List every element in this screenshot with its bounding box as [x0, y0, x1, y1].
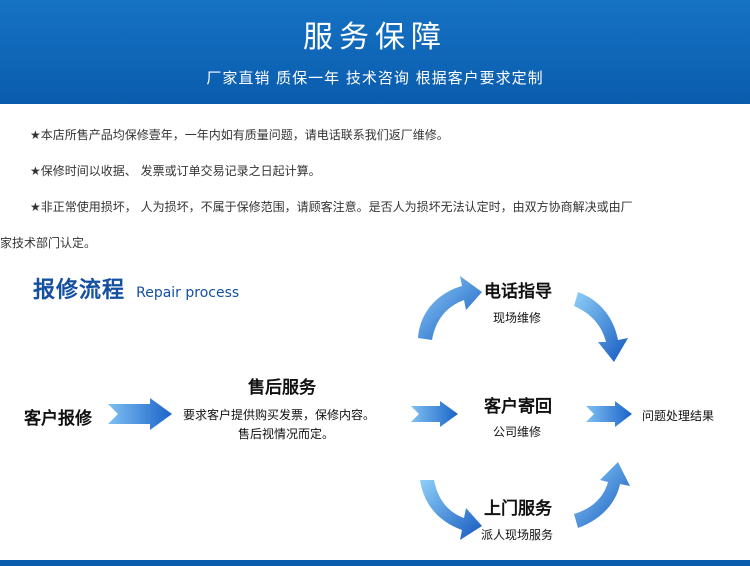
node-after-sales-title: 售后服务 [248, 378, 316, 398]
curved-arrow-from-onsite [574, 462, 630, 528]
node-phone-guidance: 电话指导 [484, 282, 552, 302]
node-customer-report: 客户报修 [24, 409, 92, 429]
bottom-bar [0, 560, 750, 566]
term-line-2: ★保修时间以收据、 发票或订单交易记录之日起计算。 [30, 164, 321, 178]
arrow-customer-to-service [108, 398, 172, 430]
node-customer-return: 客户寄回 [484, 397, 552, 417]
process-title-en: Repair process [136, 285, 240, 301]
process-title: 报修流程 Repair process [33, 272, 239, 304]
term-line-3-continued: 家技术部门认定。 [0, 236, 97, 250]
node-return-sub: 公司维修 [493, 425, 542, 439]
curved-arrow-to-onsite [420, 480, 482, 540]
term-line-1: ★本店所售产品均保修壹年，一年内如有质量问题，请电话联系我们返厂维修。 [30, 128, 449, 142]
process-title-cn: 报修流程 [33, 278, 126, 303]
node-after-sales-desc-1: 要求客户提供购买发票，保修内容。 [183, 408, 376, 422]
header-banner: 服务保障 厂家直销 质保一年 技术咨询 根据客户要求定制 [0, 0, 750, 104]
arrow-service-to-return [411, 401, 458, 427]
node-onsite-sub: 派人现场服务 [481, 528, 554, 542]
curved-arrow-to-phone [418, 276, 482, 340]
header-title: 服务保障 [303, 20, 447, 55]
node-onsite-service: 上门服务 [484, 499, 552, 519]
curved-arrow-from-phone [574, 292, 628, 362]
arrow-return-to-result [586, 401, 632, 427]
node-after-sales-desc-2: 售后视情况而定。 [238, 427, 335, 441]
node-phone-sub: 现场维修 [493, 311, 542, 325]
node-result: 问题处理结果 [642, 409, 715, 423]
term-line-3: ★非正常使用损坏， 人为损坏，不属于保修范围，请顾客注意。是否人为损坏无法认定时… [30, 200, 633, 214]
header-subtitle: 厂家直销 质保一年 技术咨询 根据客户要求定制 [206, 69, 544, 87]
